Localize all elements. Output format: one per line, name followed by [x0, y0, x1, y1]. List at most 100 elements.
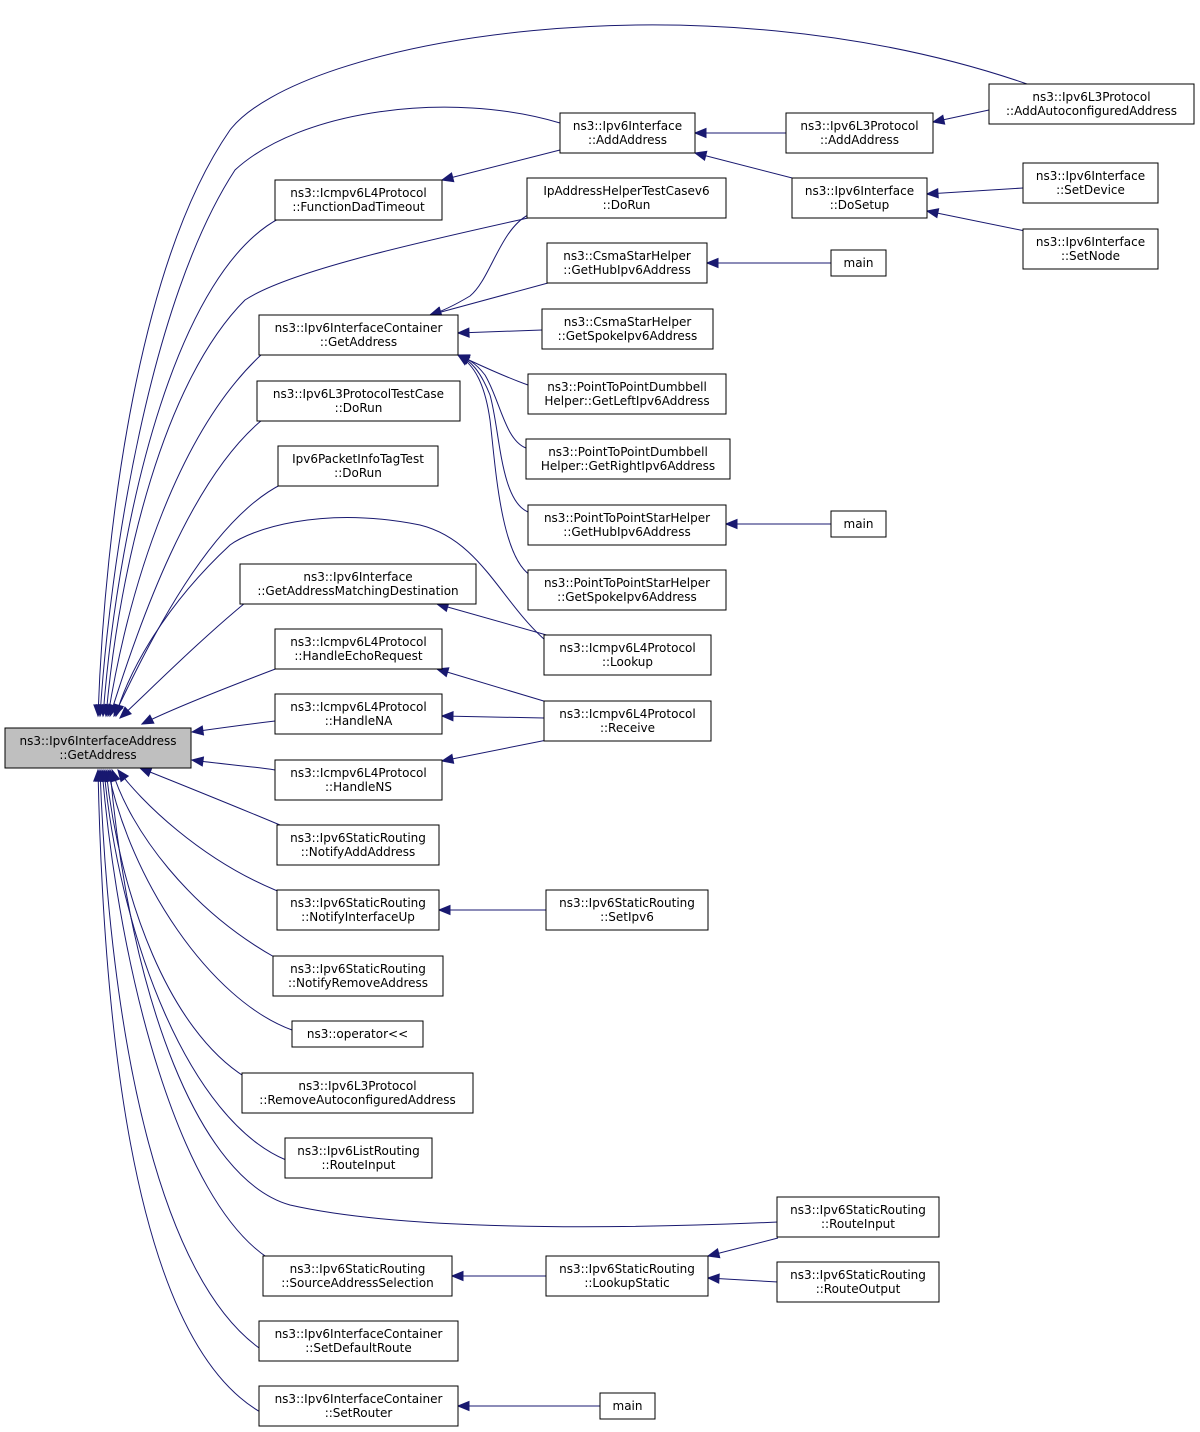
- function-node-ifaceDoSetup[interactable]: ns3::Ipv6Interface::DoSetup: [791, 177, 928, 219]
- node-label-line: ::AddAddress: [820, 133, 899, 147]
- function-node-ifaceSetDevice[interactable]: ns3::Ipv6Interface::SetDevice: [1022, 162, 1159, 204]
- function-node-ptpStarHub[interactable]: ns3::PointToPointStarHelper::GetHubIpv6A…: [527, 504, 727, 546]
- function-node-mainCsma[interactable]: main: [830, 249, 887, 277]
- node-label-line: ::RouteInput: [322, 1158, 396, 1172]
- function-node-icmpNS[interactable]: ns3::Icmpv6L4Protocol::HandleNS: [274, 759, 443, 801]
- function-node-l3AddAuto[interactable]: ns3::Ipv6L3Protocol::AddAutoconfiguredAd…: [988, 83, 1195, 125]
- edge-arrowhead: [140, 714, 155, 725]
- call-edge-mainCsma-to-csmaHub: [705, 257, 831, 269]
- function-node-operatorShift[interactable]: ns3::operator<<: [291, 1020, 424, 1048]
- node-label-line: ::SetNode: [1061, 249, 1120, 263]
- function-node-ifaceMatchDest[interactable]: ns3::Ipv6Interface::GetAddressMatchingDe…: [239, 563, 477, 605]
- edge-arrowhead: [435, 667, 450, 678]
- function-node-mainStar[interactable]: main: [830, 510, 887, 538]
- call-edge-csmaSpoke-to-containerGetAddress: [456, 327, 543, 338]
- edge-line: [441, 739, 548, 762]
- edge-line: [457, 354, 531, 576]
- edge-arrowhead: [119, 706, 132, 719]
- function-node-mainPtp[interactable]: main: [599, 1392, 656, 1420]
- node-label-line: ::GetSpokeIpv6Address: [557, 590, 697, 604]
- function-node-ifaceAddAddress[interactable]: ns3::Ipv6Interface::AddAddress: [559, 112, 696, 154]
- function-node-containerSetDefault[interactable]: ns3::Ipv6InterfaceContainer::SetDefaultR…: [258, 1320, 459, 1362]
- edge-arrowhead: [437, 904, 451, 916]
- node-label-line: ns3::Ipv6Interface: [573, 119, 682, 133]
- call-edge-containerGetAddress-to-root: [104, 353, 263, 718]
- edge-arrowhead: [93, 704, 104, 718]
- function-node-l3RemoveAuto[interactable]: ns3::Ipv6L3Protocol::RemoveAutoconfigure…: [241, 1072, 474, 1114]
- node-label-line: ns3::Icmpv6L4Protocol: [290, 635, 426, 649]
- node-label-line: ns3::Ipv6L3Protocol: [298, 1079, 416, 1093]
- function-node-icmpEcho[interactable]: ns3::Icmpv6L4Protocol::HandleEchoRequest: [274, 628, 443, 670]
- edge-line: [436, 603, 551, 637]
- node-box: [559, 112, 696, 154]
- function-node-listRouteInput[interactable]: ns3::Ipv6ListRouting::RouteInput: [284, 1137, 433, 1179]
- node-label-line: ns3::Ipv6StaticRouting: [790, 1203, 926, 1217]
- node-label-line: main: [844, 517, 874, 531]
- edge-arrowhead: [93, 768, 104, 782]
- function-node-ifaceSetNode[interactable]: ns3::Ipv6Interface::SetNode: [1022, 228, 1159, 270]
- node-label-line: main: [844, 256, 874, 270]
- node-label-line: ::DoRun: [335, 401, 383, 415]
- node-box: [276, 824, 440, 866]
- node-label-line: ns3::Ipv6Interface: [1036, 169, 1145, 183]
- function-node-srNotifyRemove[interactable]: ns3::Ipv6StaticRouting::NotifyRemoveAddr…: [272, 955, 444, 997]
- node-label-line: ns3::Ipv6Interface: [303, 570, 412, 584]
- node-label-line: ::FunctionDadTimeout: [292, 200, 425, 214]
- function-node-containerSetRouter[interactable]: ns3::Ipv6InterfaceContainer::SetRouter: [258, 1385, 459, 1427]
- call-edge-l3ProtoTestCase-to-root: [108, 419, 263, 718]
- call-edge-l3AddAddress-to-ifaceAddAddress: [693, 127, 786, 139]
- function-node-containerGetAddress[interactable]: ns3::Ipv6InterfaceContainer::GetAddress: [258, 314, 459, 356]
- edge-line: [105, 769, 246, 1078]
- node-box: [274, 179, 443, 221]
- call-edge-operatorShift-to-root: [105, 768, 293, 1031]
- function-node-srNotifyUp[interactable]: ns3::Ipv6StaticRouting::NotifyInterfaceU…: [276, 889, 440, 931]
- function-node-pktInfoTagTest[interactable]: Ipv6PacketInfoTagTest::DoRun: [277, 445, 439, 487]
- edge-line: [99, 106, 561, 717]
- node-label-line: ::SetRouter: [325, 1406, 393, 1420]
- function-node-icmpReceive[interactable]: ns3::Icmpv6L4Protocol::Receive: [543, 700, 712, 742]
- function-node-csmaHub[interactable]: ns3::CsmaStarHelper::GetHubIpv6Address: [546, 242, 708, 284]
- node-label-line: ns3::CsmaStarHelper: [564, 315, 692, 329]
- node-box: [541, 308, 714, 350]
- edge-line: [97, 24, 1031, 717]
- call-edge-icmpReceive-to-icmpEcho: [435, 667, 548, 703]
- function-node-l3ProtoTestCase[interactable]: ns3::Ipv6L3ProtocolTestCase::DoRun: [256, 380, 461, 422]
- function-node-ipAddrHelperTest[interactable]: IpAddressHelperTestCasev6::DoRun: [526, 177, 727, 219]
- node-box: [274, 628, 443, 670]
- node-label-line: ::GetHubIpv6Address: [563, 263, 690, 277]
- function-node-csmaSpoke[interactable]: ns3::CsmaStarHelper::GetSpokeIpv6Address: [541, 308, 714, 350]
- call-edge-srNotifyUp-to-root: [117, 768, 281, 893]
- node-box: [276, 889, 440, 931]
- function-node-ptpStarSpoke[interactable]: ns3::PointToPointStarHelper::GetSpokeIpv…: [527, 569, 727, 611]
- edge-line: [107, 769, 293, 1031]
- function-node-srLookupStatic[interactable]: ns3::Ipv6StaticRouting::LookupStatic: [545, 1255, 709, 1297]
- function-node-srSourceSel[interactable]: ns3::Ipv6StaticRouting::SourceAddressSel…: [262, 1255, 453, 1297]
- function-node-srSetIpv6[interactable]: ns3::Ipv6StaticRouting::SetIpv6: [545, 889, 709, 931]
- node-box: [543, 634, 712, 676]
- function-node-icmpNA[interactable]: ns3::Icmpv6L4Protocol::HandleNA: [274, 693, 443, 735]
- edge-line: [101, 769, 269, 1259]
- function-node-icmpDadTimeout[interactable]: ns3::Icmpv6L4Protocol::FunctionDadTimeou…: [274, 179, 443, 221]
- node-label-line: ::SourceAddressSelection: [281, 1276, 433, 1290]
- edge-arrowhead: [925, 188, 939, 199]
- node-box: [272, 955, 444, 997]
- call-edge-srRouteInput-to-srLookupStatic: [706, 1237, 779, 1259]
- function-node-srNotifyAdd[interactable]: ns3::Ipv6StaticRouting::NotifyAddAddress: [276, 824, 440, 866]
- node-label-line: ::DoRun: [334, 466, 382, 480]
- call-edge-ifaceMatchDest-to-root: [119, 602, 246, 719]
- function-node-srRouteOutput[interactable]: ns3::Ipv6StaticRouting::RouteOutput: [776, 1261, 940, 1303]
- function-node-srRouteInput[interactable]: ns3::Ipv6StaticRouting::RouteInput: [776, 1196, 940, 1238]
- node-box: [545, 1255, 709, 1297]
- function-node-icmpLookup[interactable]: ns3::Icmpv6L4Protocol::Lookup: [543, 634, 712, 676]
- function-node-l3AddAddress[interactable]: ns3::Ipv6L3Protocol::AddAddress: [785, 112, 934, 154]
- edge-arrowhead: [456, 327, 470, 338]
- node-label-line: Ipv6PacketInfoTagTest: [292, 452, 424, 466]
- node-label-line: ns3::Ipv6InterfaceContainer: [275, 321, 443, 335]
- edge-arrowhead: [693, 150, 708, 161]
- node-label-line: ::RouteOutput: [816, 1282, 901, 1296]
- node-box: [830, 510, 887, 538]
- function-node-ptpDumbRight[interactable]: ns3::PointToPointDumbbellHelper::GetRigh…: [525, 438, 731, 480]
- edge-line: [115, 517, 546, 717]
- function-node-ptpDumbLeft[interactable]: ns3::PointToPointDumbbellHelper::GetLeft…: [527, 373, 727, 415]
